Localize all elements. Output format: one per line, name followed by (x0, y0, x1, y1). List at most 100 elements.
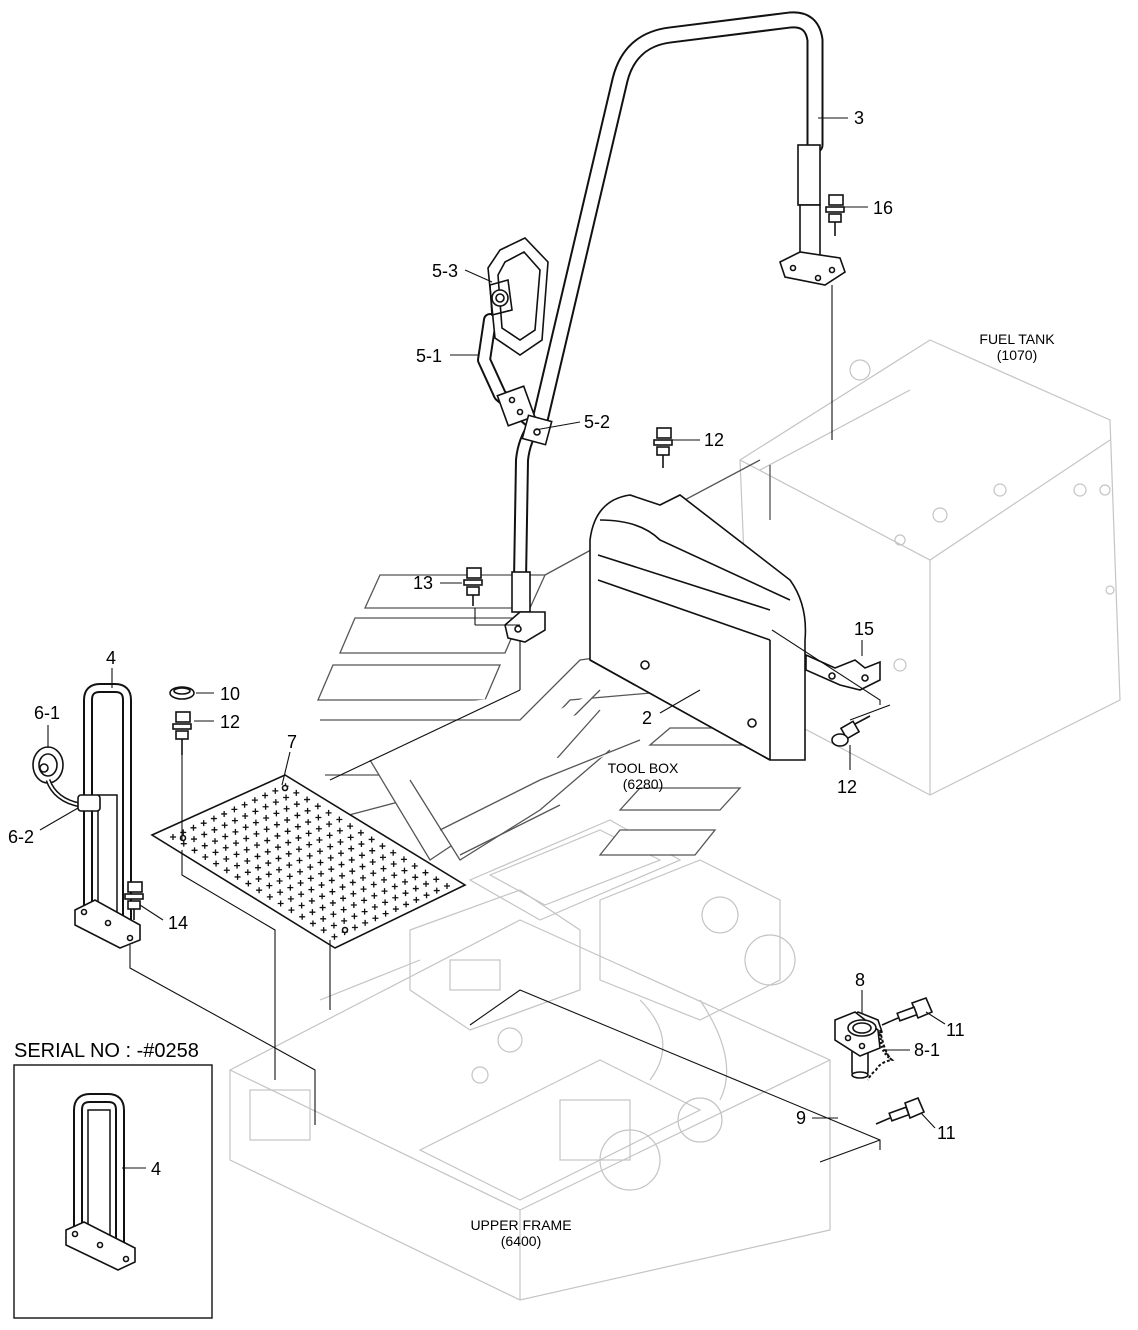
bolt-12-left (172, 711, 192, 755)
perforation-hole (232, 840, 239, 847)
perforation-hole (403, 901, 410, 908)
tool-box (589, 494, 807, 761)
perforation-hole (305, 819, 312, 826)
perforation-hole (285, 850, 292, 857)
perforation-hole (401, 867, 408, 874)
perforation-hole (254, 853, 261, 860)
bolt-11-top (881, 996, 934, 1026)
perforation-hole (433, 876, 440, 883)
callout-6-2: 6-2 (8, 827, 34, 847)
perforation-hole (297, 880, 304, 887)
callout-5-2: 5-2 (584, 412, 610, 432)
perforation-hole (380, 865, 387, 872)
perforation-hole (379, 854, 386, 861)
perforation-hole (319, 904, 326, 911)
perforation-hole (263, 826, 270, 833)
perforation-hole (381, 888, 388, 895)
perforation-hole (222, 844, 229, 851)
bolt-11-bottom (875, 1096, 926, 1125)
perforation-hole (370, 881, 377, 888)
perforation-hole (221, 810, 228, 817)
perforation-hole (180, 829, 187, 836)
perforation-hole (309, 909, 316, 916)
perforation-hole (347, 823, 354, 830)
perforation-hole (444, 882, 451, 889)
perforation-hole (304, 796, 311, 803)
perforation-hole (266, 893, 273, 900)
perforation-hole (223, 867, 230, 874)
bolt-12-right (831, 715, 871, 747)
perforation-hole (331, 933, 338, 940)
perforation-hole (294, 823, 301, 830)
perforation-hole (284, 828, 291, 835)
perforation-hole (412, 874, 419, 881)
perforation-hole (400, 856, 407, 863)
perforation-hole (274, 832, 281, 839)
perforation-hole (336, 827, 343, 834)
perforation-hole (340, 906, 347, 913)
perforation-hole (339, 872, 346, 879)
perforation-hole (272, 799, 279, 806)
perforation-hole (275, 855, 282, 862)
callout-12-right: 12 (837, 777, 857, 797)
perforation-hole (276, 877, 283, 884)
bracket-9 (834, 1011, 881, 1057)
tool-box-code: (6280) (623, 776, 663, 792)
perforation-hole (349, 868, 356, 875)
perforation-hole (339, 884, 346, 891)
perforation-hole (201, 831, 208, 838)
perforation-hole (298, 902, 305, 909)
perforation-hole (243, 835, 250, 842)
perforation-hole (202, 853, 209, 860)
perforation-hole (402, 878, 409, 885)
bolt-14 (124, 881, 144, 920)
perforation-hole (287, 895, 294, 902)
tool-box-label: TOOL BOX (608, 760, 679, 776)
perforation-hole (316, 836, 323, 843)
perforation-hole (234, 862, 241, 869)
perforation-hole (169, 834, 176, 841)
upper-frame-label: UPPER FRAME (470, 1217, 571, 1233)
perforation-hole (314, 803, 321, 810)
perforation-hole (295, 834, 302, 841)
perforation-hole (266, 882, 273, 889)
perforation-hole (433, 887, 440, 894)
perforation-hole (252, 808, 259, 815)
handrail (32, 683, 141, 949)
mirror-assembly (477, 237, 553, 643)
perforation-hole (234, 873, 241, 880)
perforation-hole (252, 819, 259, 826)
perforation-hole (286, 873, 293, 880)
perforation-hole (255, 875, 262, 882)
perforation-hole (309, 920, 316, 927)
perforation-hole (306, 841, 313, 848)
perforation-hole (360, 886, 367, 893)
perforation-hole (347, 834, 354, 841)
perforation-hole (287, 884, 294, 891)
perforation-hole (210, 815, 217, 822)
perforation-hole (308, 886, 315, 893)
bolt-16 (825, 194, 845, 236)
perforation-hole (277, 900, 284, 907)
callout-14: 14 (168, 913, 188, 933)
perforation-hole (330, 922, 337, 929)
callout-16: 16 (873, 198, 893, 218)
perforation-hole (329, 888, 336, 895)
perforation-hole (327, 854, 334, 861)
perforation-hole (371, 892, 378, 899)
upper-frame-code: (6400) (501, 1233, 541, 1249)
callout-3: 3 (854, 108, 864, 128)
perforation-hole (330, 911, 337, 918)
perforation-hole (318, 882, 325, 889)
perforation-hole (368, 836, 375, 843)
perforation-hole (328, 877, 335, 884)
perforation-hole (351, 913, 358, 920)
perforation-hole (272, 787, 279, 794)
perforation-hole (329, 899, 336, 906)
perforation-hole (265, 871, 272, 878)
callout-4-inset: 4 (151, 1159, 161, 1179)
perforation-hole (277, 889, 284, 896)
perforation-hole (286, 862, 293, 869)
perforation-hole (360, 874, 367, 881)
